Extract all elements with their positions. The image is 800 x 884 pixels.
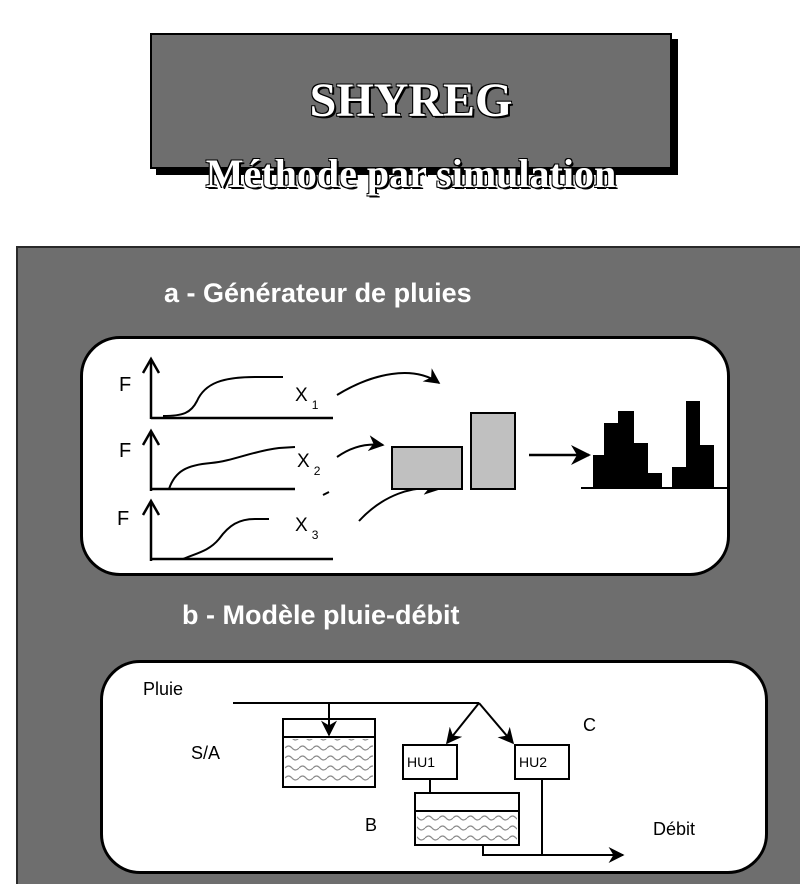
hu2-label: HU2 <box>519 754 547 770</box>
rain-block-tall <box>470 412 516 490</box>
outflow-arrow <box>482 845 625 863</box>
hu2-box <box>514 744 570 780</box>
rainfall-runoff-diagram: Pluie S/A HU1 HU2 C B <box>143 679 695 863</box>
rainfall-runoff-card: Pluie S/A HU1 HU2 C B <box>100 660 768 874</box>
c-label: C <box>583 715 596 735</box>
cdf-curve-1 <box>162 376 283 417</box>
cdf-curve-2 <box>168 446 296 490</box>
title-box: SHYREG Méthode par simulation <box>150 33 672 196</box>
title-main: SHYREG <box>309 74 513 127</box>
axis-label-f-1: F <box>119 374 131 396</box>
axis-label-f-3: F <box>117 508 129 530</box>
hyeto-bar <box>686 401 700 487</box>
arrow-to-hu1 <box>446 702 480 745</box>
section-a-heading: a - Générateur de pluies <box>164 278 472 308</box>
b-reservoir-water <box>417 813 517 843</box>
arrow-stub <box>322 491 330 496</box>
axis-label-f-2: F <box>119 440 131 462</box>
sa-label: S/A <box>191 743 220 763</box>
hyeto-bar <box>618 411 634 487</box>
sa-reservoir-water <box>285 739 373 785</box>
b-label: B <box>365 815 377 835</box>
y-axis-arrow-1 <box>141 356 161 374</box>
cdf-curve-3 <box>182 518 269 560</box>
rain-label: Pluie <box>143 679 183 699</box>
hyeto-bar <box>604 423 618 487</box>
y-axis-arrow-2 <box>141 428 161 446</box>
arrow-x1 <box>336 368 441 396</box>
arrow-to-hu2 <box>478 702 515 745</box>
title-subtitle: Méthode par simulation <box>205 151 617 196</box>
y-axis-arrow-3 <box>141 498 161 516</box>
flow-label: Débit <box>653 819 695 839</box>
section-b-heading: b - Modèle pluie-débit <box>182 600 460 630</box>
hyeto-bar <box>648 473 662 487</box>
arrow-x3 <box>358 478 441 522</box>
hyeto-bar <box>672 467 686 487</box>
arrow-x2 <box>336 435 385 458</box>
hyetograph <box>581 401 727 489</box>
hyeto-bar <box>634 443 648 487</box>
hu1-label: HU1 <box>407 754 435 770</box>
hyeto-bar <box>700 445 714 487</box>
rain-block-wide <box>391 446 463 490</box>
